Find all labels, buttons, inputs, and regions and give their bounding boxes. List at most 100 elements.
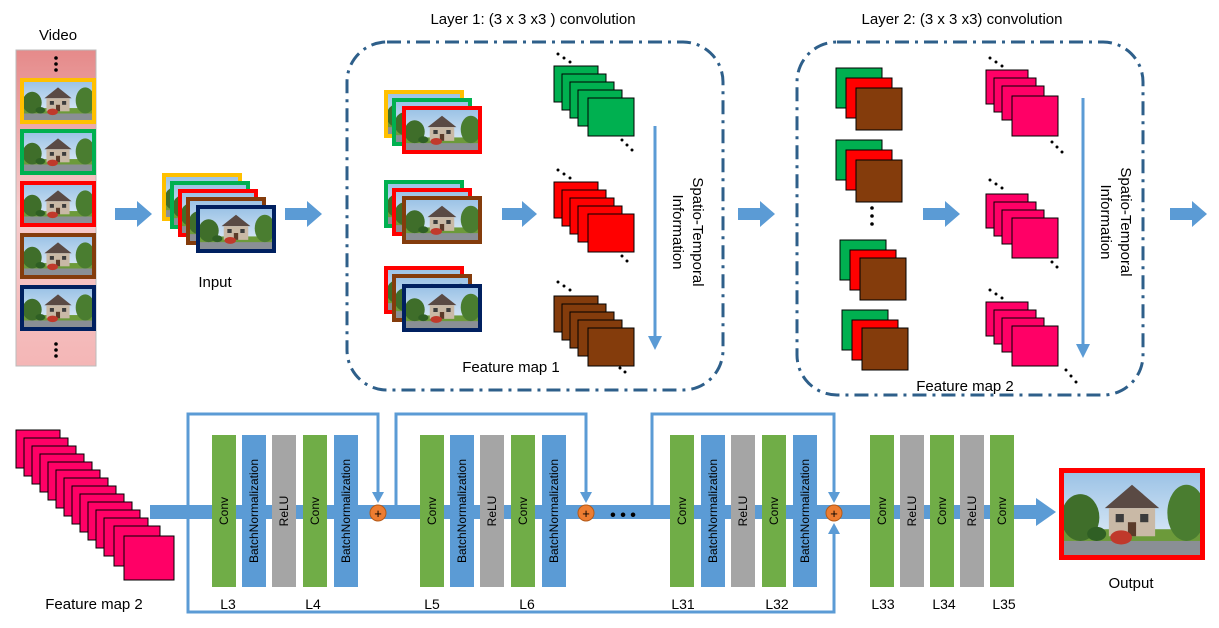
layer-block: Conv <box>420 435 444 587</box>
layer1-section: Layer 1: (3 x 3 x3 ) convolution <box>345 11 725 392</box>
output-image <box>1059 468 1205 560</box>
feature-stack-green <box>553 65 635 137</box>
layer-block: ReLU <box>731 435 755 587</box>
layer-block: Conv <box>212 435 236 587</box>
layer-block: Conv <box>670 435 694 587</box>
layer-label: L32 <box>765 596 789 612</box>
layer-block-label: Conv <box>217 497 231 525</box>
layer-label: L35 <box>992 596 1016 612</box>
video-bottom-dots <box>54 342 58 358</box>
bottom-feature-stack <box>15 429 175 581</box>
layer-block: Conv <box>303 435 327 587</box>
layer-blocks: Conv BatchNormalization ReLU Conv BatchNorma… <box>212 435 1014 587</box>
layer-block-label: ReLU <box>485 496 499 527</box>
layer-block-label: ReLU <box>736 496 750 527</box>
bottom-network: Feature map 2 Conv BatchNormalization ReLU… <box>15 412 1205 614</box>
feature-stack-pink <box>985 193 1059 259</box>
video-frame <box>20 78 96 124</box>
layer-block-label: Conv <box>675 497 689 525</box>
layer1-image-group <box>384 266 482 332</box>
output-label: Output <box>1108 575 1154 592</box>
layer1-title: Layer 1: (3 x 3 x3 ) convolution <box>430 11 635 28</box>
layer-block: Conv <box>762 435 786 587</box>
layer-block-label: Conv <box>308 497 322 525</box>
layer2-section: Layer 2: (3 x 3 x3) convolution <box>795 11 1145 397</box>
svg-text:+: + <box>374 506 382 521</box>
layer2-color-stack <box>835 67 903 131</box>
arrow-right-icon <box>1036 498 1056 526</box>
feature-stack-red <box>553 181 635 253</box>
arrow-right-icon <box>738 201 775 227</box>
layer-block-label: Conv <box>767 497 781 525</box>
arrow-right-icon <box>923 201 960 227</box>
feature-dots <box>556 52 634 374</box>
layer-block-label: Conv <box>425 497 439 525</box>
layer-block-label: Conv <box>516 497 530 525</box>
skip-connections <box>186 412 836 614</box>
arrow-down-icon <box>1076 344 1090 358</box>
arrow-down-icon <box>648 336 662 350</box>
layer-block: BatchNormalization <box>701 435 725 587</box>
layer-label: L3 <box>220 596 236 612</box>
layer-block: BatchNormalization <box>793 435 817 587</box>
feature-stack-pink <box>985 69 1059 137</box>
layer-block-label: ReLU <box>277 496 291 527</box>
layer2-color-stack <box>835 139 903 203</box>
video-frame <box>20 285 96 331</box>
arrow-right-icon <box>1170 201 1207 227</box>
spatio-label: Information <box>669 194 686 269</box>
layer-label: L4 <box>305 596 321 612</box>
spatio-label: Spatio-Temporal <box>1117 167 1134 276</box>
layer-block: ReLU <box>272 435 296 587</box>
layer-block-label: BatchNormalization <box>247 459 261 563</box>
svg-text:+: + <box>582 506 590 521</box>
layer-label: L6 <box>519 596 535 612</box>
layer1-image-group <box>384 90 482 154</box>
layer-block-label: BatchNormalization <box>339 459 353 563</box>
feature-stack-pink <box>985 301 1059 367</box>
layer-block-label: Conv <box>995 497 1009 525</box>
layer-block-label: Conv <box>875 497 889 525</box>
video-section: Video <box>15 27 97 367</box>
layer2-vertical-dots <box>870 206 874 226</box>
spatio-label: Spatio-Temporal <box>689 177 706 286</box>
arrow-right-icon <box>115 201 152 227</box>
spatio-label: Information <box>1097 184 1114 259</box>
layer-block: ReLU <box>960 435 984 587</box>
layer-block-label: BatchNormalization <box>455 459 469 563</box>
layer2-color-stack <box>841 309 909 371</box>
feature-stack-brown <box>553 295 635 367</box>
feature-map-2-label: Feature map 2 <box>916 378 1014 395</box>
video-frame <box>20 129 96 175</box>
layer-block-label: BatchNormalization <box>706 459 720 563</box>
bottom-ellipsis: • • • <box>610 507 636 524</box>
layer-block: ReLU <box>900 435 924 587</box>
video-top-dots <box>54 56 58 72</box>
layer-block: ReLU <box>480 435 504 587</box>
layer2-dashed-box <box>795 40 1145 397</box>
layer2-title: Layer 2: (3 x 3 x3) convolution <box>862 11 1063 28</box>
layer-block-label: Conv <box>935 497 949 525</box>
arrow-right-icon <box>502 201 537 227</box>
video-frame <box>20 181 96 227</box>
bottom-feature-label: Feature map 2 <box>45 596 143 613</box>
plus-node: + <box>369 504 387 522</box>
feature-dots <box>988 56 1078 384</box>
layer2-color-stack <box>839 239 907 301</box>
layer-block-label: BatchNormalization <box>547 459 561 563</box>
plus-node: + <box>577 504 595 522</box>
layer-block-label: BatchNormalization <box>798 459 812 563</box>
layer1-image-group <box>384 180 482 244</box>
layer-label: L5 <box>424 596 440 612</box>
input-stack <box>162 173 276 253</box>
layer1-dashed-box <box>345 40 725 392</box>
video-frame <box>20 233 96 279</box>
layer-block: Conv <box>930 435 954 587</box>
arrow-right-icon <box>285 201 322 227</box>
layer-block: Conv <box>990 435 1014 587</box>
layer-block: BatchNormalization <box>450 435 474 587</box>
layer-label: L33 <box>871 596 895 612</box>
layer-block: BatchNormalization <box>542 435 566 587</box>
